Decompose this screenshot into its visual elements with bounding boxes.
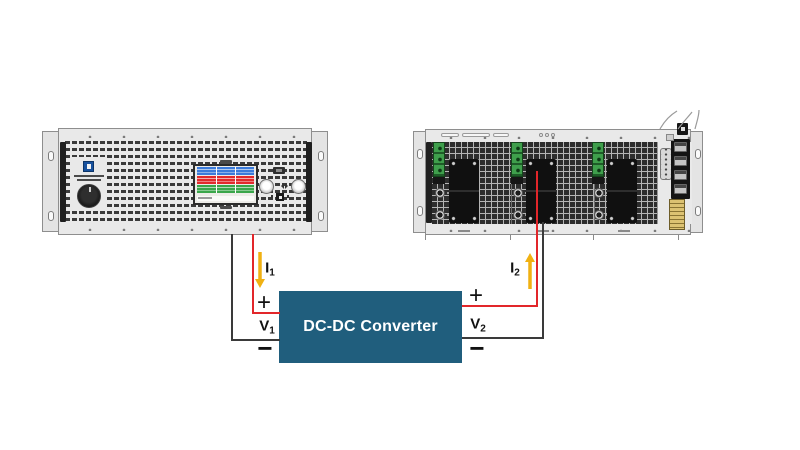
share-bus-connector[interactable] [513, 188, 523, 198]
usb-host-icon [273, 167, 285, 174]
sense-terminal-green[interactable] [511, 142, 523, 177]
screw-row-bottom [67, 227, 305, 231]
display-row-actual-values [197, 176, 254, 184]
sense-terminal-green[interactable] [433, 142, 445, 177]
terminal-cap [511, 177, 523, 184]
rack-hole [417, 206, 423, 216]
brand-text-line [77, 179, 101, 181]
edge-trim [426, 142, 432, 223]
handle-bar-right [306, 142, 312, 222]
usb-port[interactable] [276, 193, 284, 201]
left-power-supply [42, 128, 328, 235]
voltage-label-v2: V2 [470, 315, 486, 335]
display-row-limit-values [197, 185, 254, 193]
current-label-i1: I1 [265, 259, 275, 279]
chassis-front [58, 128, 312, 235]
status-text-line [198, 197, 212, 199]
rack-ear-left [42, 131, 59, 232]
rack-hole [417, 149, 423, 159]
vent-slot [441, 133, 459, 137]
current-arrow-i1-head [255, 279, 265, 288]
digital-port-panel [671, 139, 690, 199]
terminal-cap [592, 177, 604, 184]
sense-connector[interactable] [594, 210, 604, 220]
module-tick-marks [425, 235, 679, 240]
share-bus-connector[interactable] [594, 188, 604, 198]
current-arrow-i2-head [525, 253, 535, 262]
rack-ear-right [311, 131, 328, 232]
rack-hole [48, 211, 54, 221]
dc-terminal-panel[interactable] [449, 159, 479, 223]
arrow-left-icon [278, 183, 284, 189]
power-switch-knob[interactable] [77, 184, 101, 208]
vent-slot [462, 133, 490, 137]
module-label [618, 230, 630, 232]
display-top-tab [220, 160, 232, 164]
display-bottom-tab [220, 206, 232, 209]
ethernet-port[interactable] [674, 170, 687, 180]
vent-hole [539, 133, 543, 137]
rack-hole [695, 206, 701, 216]
rack-hole [48, 151, 54, 161]
vent-slot [493, 133, 509, 137]
panel-marking [271, 195, 273, 198]
panel-marking [287, 195, 289, 198]
screw-row-bottom [428, 228, 690, 232]
rack-hole [318, 211, 324, 221]
arrow-right-icon [285, 183, 291, 189]
current-knob[interactable] [291, 179, 306, 194]
chassis-rear [425, 123, 692, 235]
voltage-knob[interactable] [259, 179, 274, 194]
minus-sign-right: − [469, 333, 485, 363]
right-power-supply [413, 123, 703, 235]
sense-terminal-green[interactable] [592, 142, 604, 177]
screw-row-top [428, 135, 690, 139]
ethernet-port[interactable] [674, 156, 687, 166]
share-bus-connector[interactable] [435, 188, 445, 198]
aux-connector [666, 134, 674, 141]
ethernet-port[interactable] [674, 142, 687, 152]
terminal-cap [433, 177, 445, 184]
handle-bar-left [60, 142, 66, 222]
converter-label: DC-DC Converter [303, 318, 438, 335]
plus-sign-left: + [256, 289, 272, 316]
brand-plate [71, 157, 107, 211]
plus-sign-right: + [468, 282, 484, 309]
minus-sign-left: − [257, 333, 273, 363]
current-label-i2: I2 [510, 259, 520, 279]
vent-hole [545, 133, 549, 137]
touch-display[interactable] [193, 164, 258, 205]
dc-dc-converter-box: DC-DC Converter [279, 291, 462, 363]
module-label [537, 230, 549, 232]
rack-hole [318, 151, 324, 161]
brand-text-line [74, 175, 104, 177]
vent-hole [551, 133, 555, 137]
rack-hole [695, 149, 701, 159]
top-connector [677, 123, 688, 135]
sense-connector[interactable] [513, 210, 523, 220]
dc-terminal-panel-wired[interactable] [526, 159, 556, 223]
pin-terminal-strip[interactable] [669, 199, 685, 230]
ethernet-port[interactable] [674, 184, 687, 194]
dc-terminal-panel[interactable] [607, 159, 637, 223]
screw-row-top [67, 134, 305, 138]
display-row-set-values [197, 167, 254, 175]
brand-logo [83, 161, 94, 172]
sense-connector[interactable] [435, 210, 445, 220]
display-status-bar [197, 196, 254, 201]
module-label [458, 230, 470, 232]
